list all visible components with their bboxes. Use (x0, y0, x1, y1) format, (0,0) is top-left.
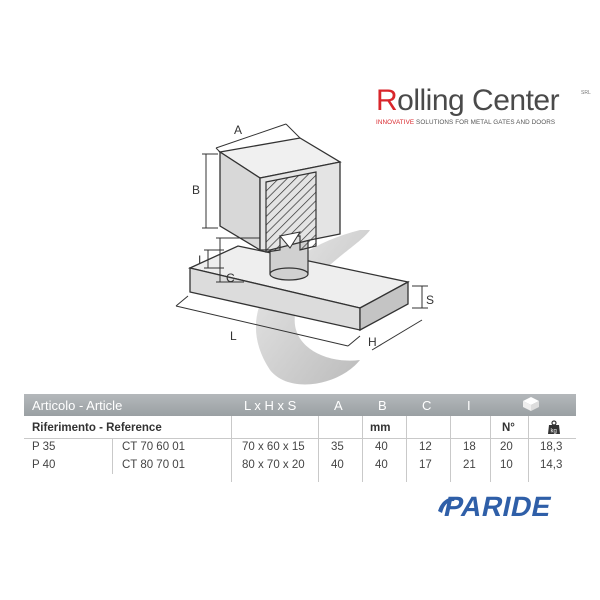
label-s: S (426, 293, 434, 307)
row-divider (24, 438, 576, 439)
cell-b: 40 (375, 441, 388, 453)
cell-b: 40 (375, 459, 388, 471)
cell-dims: 70 x 60 x 15 (242, 441, 305, 453)
cell-c: 17 (419, 459, 432, 471)
subheader-row: Riferimento - Reference mm N° kg (24, 416, 576, 438)
cell-kg: 14,3 (540, 459, 563, 471)
cell-article: P 40 (32, 459, 56, 471)
box-icon (523, 397, 539, 411)
column-divider (490, 416, 491, 482)
label-b: B (192, 183, 200, 197)
header-a: A (334, 398, 343, 413)
column-divider (450, 416, 451, 482)
column-divider (112, 438, 113, 474)
cell-dims: 80 x 70 x 20 (242, 459, 305, 471)
header-i: I (467, 398, 471, 413)
column-divider (406, 416, 407, 482)
rolling-center-logo: Rolling Center SRL INNOVATIVE SOLUTIONS … (372, 84, 594, 134)
pin-bottom (269, 267, 309, 281)
header-c: C (422, 398, 432, 413)
table-row: P 40 CT 80 70 01 80 x 70 x 20 40 40 17 2… (24, 456, 576, 474)
label-i: I (198, 253, 201, 267)
header-article: Articolo - Article (32, 398, 123, 413)
cell-reference: CT 80 70 01 (122, 459, 186, 471)
cell-qty: 10 (500, 459, 513, 471)
brand-name: Rolling Center (376, 84, 560, 117)
subheader-reference: Riferimento - Reference (32, 422, 162, 434)
technical-drawing: A B I C L H S (175, 123, 434, 385)
label-a: A (234, 123, 242, 137)
base-side-face (359, 280, 409, 332)
column-divider (231, 416, 232, 482)
weight-icon: kg (548, 420, 560, 434)
label-c: C (226, 271, 235, 285)
table-row: P 35 CT 70 60 01 70 x 60 x 15 35 40 12 1… (24, 438, 576, 456)
svg-text:kg: kg (551, 429, 557, 435)
cell-i: 18 (463, 441, 476, 453)
header-lxhxs: L x H x S (244, 398, 297, 413)
trademark: SRL (581, 90, 591, 96)
subheader-unit: mm (370, 422, 391, 434)
paride-wordmark: PARIDE (441, 491, 554, 521)
cell-article: P 35 (32, 441, 56, 453)
cell-i: 21 (463, 459, 476, 471)
cell-reference: CT 70 60 01 (122, 441, 186, 453)
subheader-qty: N° (502, 422, 515, 434)
cell-a: 40 (331, 459, 344, 471)
product-table: Articolo - Article L x H x S A B C I Rif… (24, 394, 576, 482)
cell-a: 35 (331, 441, 344, 453)
section-cut (265, 171, 317, 253)
cell-qty: 20 (500, 441, 513, 453)
paride-swoosh-icon (438, 497, 456, 513)
column-divider (362, 416, 363, 482)
table-header: Articolo - Article L x H x S A B C I (24, 394, 576, 416)
cone-tip (279, 231, 302, 249)
label-h: H (368, 335, 377, 349)
tagline: INNOVATIVE SOLUTIONS FOR METAL GATES AND… (376, 119, 556, 126)
column-divider (318, 416, 319, 482)
paride-logo: PARIDE (438, 491, 555, 521)
label-l: L (230, 329, 237, 343)
header-b: B (378, 398, 387, 413)
cell-kg: 18,3 (540, 441, 563, 453)
cell-c: 12 (419, 441, 432, 453)
column-divider (528, 416, 529, 482)
